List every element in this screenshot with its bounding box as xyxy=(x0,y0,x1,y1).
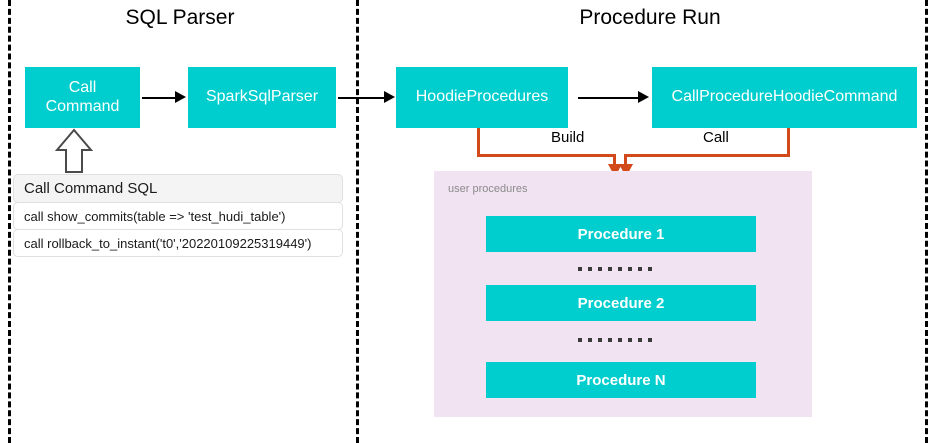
procedure-box-n[interactable]: Procedure N xyxy=(486,362,756,398)
connector-build-horizontal xyxy=(477,154,616,157)
sql-table-row[interactable]: call show_commits(table => 'test_hudi_ta… xyxy=(13,202,343,230)
procedure-box-1[interactable]: Procedure 1 xyxy=(486,216,756,252)
sql-table-header: Call Command SQL xyxy=(13,174,343,203)
sql-table: Call Command SQL call show_commits(table… xyxy=(13,174,343,257)
sql-table-row[interactable]: call rollback_to_instant('t0','202201092… xyxy=(13,229,343,257)
divider-middle xyxy=(356,0,359,443)
section-title-procedure-run: Procedure Run xyxy=(579,6,721,29)
connector-call-vertical-right xyxy=(787,128,790,157)
arrow-parser-to-hoodie-line xyxy=(338,97,384,99)
connector-call-horizontal xyxy=(624,154,790,157)
arrow-call-command-to-parser-head xyxy=(175,91,186,103)
divider-right xyxy=(925,0,928,443)
arrow-call-command-to-parser-line xyxy=(142,97,175,99)
connector-build-vertical-down xyxy=(613,154,616,167)
edge-label-call: Call xyxy=(697,129,735,146)
user-procedures-label: user procedures xyxy=(448,183,528,195)
arrow-hoodie-to-command-head xyxy=(638,91,649,103)
connector-call-vertical-down xyxy=(624,154,627,167)
hollow-up-arrow-icon xyxy=(54,128,94,173)
arrow-parser-to-hoodie-head xyxy=(384,91,395,103)
ellipsis-separator-1 xyxy=(578,267,652,271)
node-call-procedure-hoodie-command[interactable]: CallProcedureHoodieCommand xyxy=(652,67,917,128)
procedure-box-2[interactable]: Procedure 2 xyxy=(486,285,756,321)
section-title-sql-parser: SQL Parser xyxy=(125,6,235,29)
connector-build-vertical-left xyxy=(477,128,480,157)
node-call-command[interactable]: Call Command xyxy=(25,67,140,128)
ellipsis-separator-2 xyxy=(578,338,652,342)
divider-left xyxy=(8,0,11,443)
node-call-command-line1: Call xyxy=(68,79,97,97)
node-call-command-line2: Command xyxy=(45,97,120,115)
node-spark-sql-parser[interactable]: SparkSqlParser xyxy=(188,67,336,128)
edge-label-build: Build xyxy=(545,129,591,146)
node-hoodie-procedures[interactable]: HoodieProcedures xyxy=(396,67,568,128)
arrow-hoodie-to-command-line xyxy=(578,97,638,99)
